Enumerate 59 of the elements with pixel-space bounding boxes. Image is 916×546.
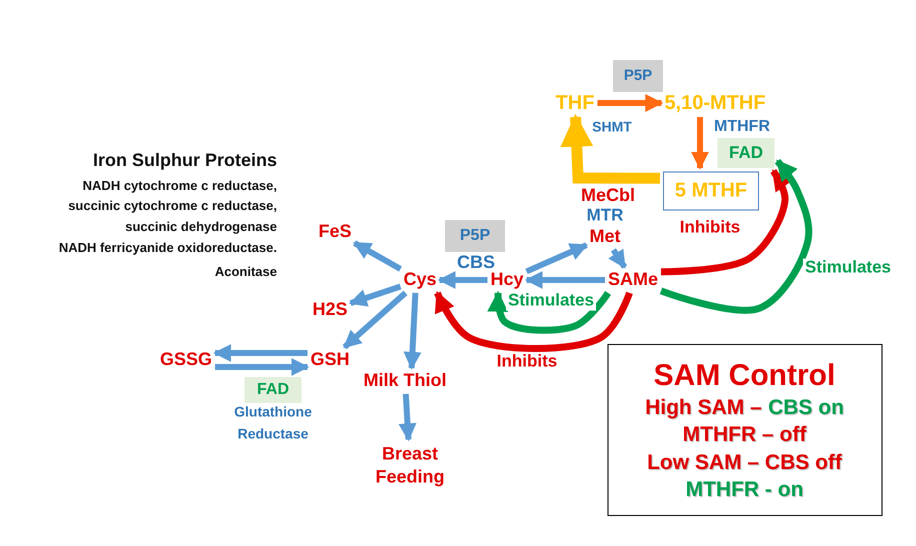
panel-text: MTHFR - on xyxy=(686,478,804,501)
metabolite-label: Met xyxy=(590,227,620,247)
protein-name: NADH ferricyanide oxidoreductase. xyxy=(58,240,277,256)
protein-name: succinic dehydrogenase xyxy=(125,220,277,234)
panel-title: SAM Control xyxy=(654,359,836,392)
protein-name: succinic cytochrome c reductase, xyxy=(68,198,277,214)
info-panel xyxy=(607,344,882,516)
metabolite-label: Breast Feeding xyxy=(365,442,455,490)
folate-label: 5,10-MTHF xyxy=(664,92,766,114)
panel-text: Low SAM – CBS off xyxy=(647,450,842,474)
cofactor-label: FAD xyxy=(729,144,763,162)
metabolite-label: Cys xyxy=(403,270,437,290)
arrow xyxy=(342,290,408,350)
metabolite-box xyxy=(663,171,759,210)
arrow xyxy=(398,394,416,442)
arrow xyxy=(403,292,422,370)
cofactor-label: FAD xyxy=(257,381,289,399)
arrow xyxy=(434,290,633,352)
arrow xyxy=(348,284,402,307)
arrow xyxy=(691,117,709,170)
cofactor-box xyxy=(613,60,663,92)
metabolite-label: GSSG xyxy=(160,350,212,370)
metabolite-label: GSH xyxy=(310,350,350,370)
panel-text: CBS on xyxy=(768,396,844,420)
panel-text: High SAM – xyxy=(645,396,762,420)
metabolite-label: Hcy xyxy=(490,270,524,290)
enzyme-label: Glutathione Reductase xyxy=(233,402,313,443)
metabolite-label: 5 MTHF xyxy=(674,180,748,202)
heading: Iron Sulphur Proteins xyxy=(92,151,277,171)
protein-name: Aconitase xyxy=(214,264,277,280)
cofactor-box xyxy=(244,377,302,403)
cofactor-label: P5P xyxy=(460,227,490,245)
cofactor-label: MeCbl xyxy=(581,186,635,206)
arrow xyxy=(487,290,611,334)
arrow xyxy=(438,271,488,289)
folate-label: THF xyxy=(556,92,594,114)
metabolite-label: SAMe xyxy=(608,270,658,290)
cofactor-box xyxy=(718,138,774,168)
protein-name: NADH cytochrome c reductase, xyxy=(82,178,277,194)
arrow xyxy=(560,114,660,184)
cofactor-box xyxy=(445,220,505,252)
metabolite-label: FeS xyxy=(318,222,352,242)
arrow xyxy=(352,240,402,272)
arrow xyxy=(213,344,308,362)
arrow xyxy=(597,94,664,112)
enzyme-label: MTHFR xyxy=(714,118,770,136)
arrow xyxy=(608,248,628,269)
enzyme-label: SHMT xyxy=(592,119,632,135)
panel-text: MTHFR – off xyxy=(682,423,806,446)
metabolite-label: Milk Thiol xyxy=(364,371,446,391)
enzyme-label: CBS xyxy=(457,253,495,272)
arrow xyxy=(215,358,310,376)
arrow xyxy=(525,242,588,274)
metabolite-label: H2S xyxy=(312,300,348,320)
edge-label: Stimulates xyxy=(506,292,596,310)
arrow xyxy=(524,271,605,289)
cofactor-label: P5P xyxy=(624,68,652,84)
arrow xyxy=(660,158,812,314)
enzyme-label: MTR xyxy=(586,206,624,226)
